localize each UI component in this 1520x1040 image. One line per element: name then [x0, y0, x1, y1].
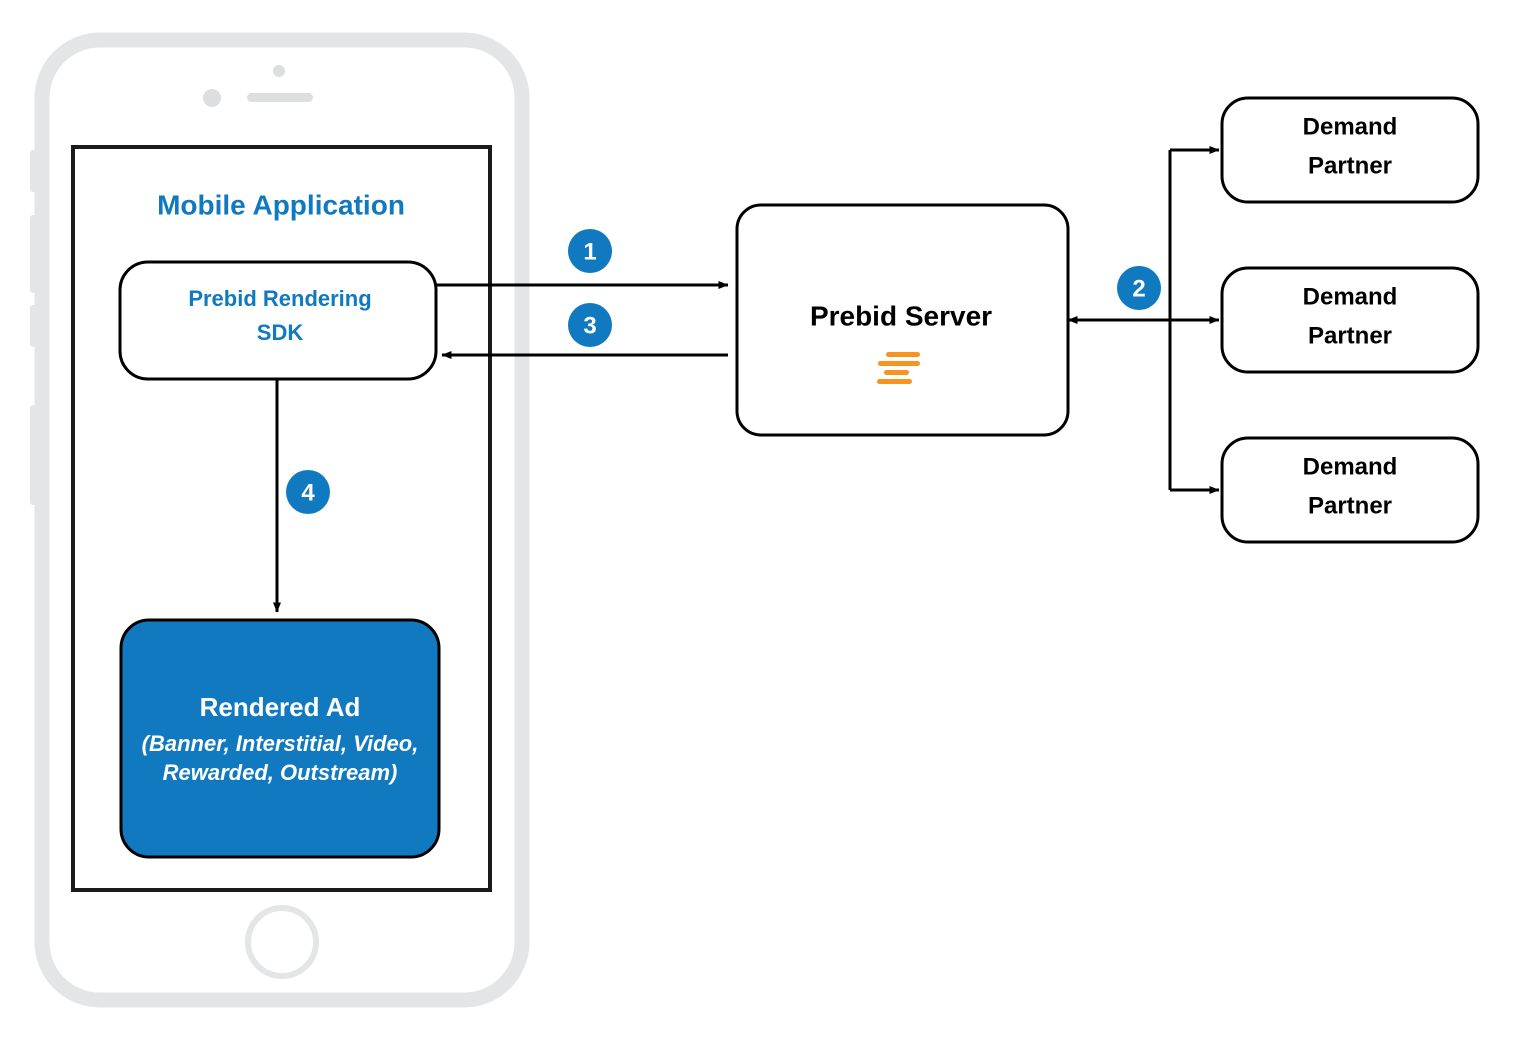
prebid-logo-icon [877, 352, 920, 384]
demand-partner-1-line-1: Demand [1303, 113, 1398, 140]
step-badge-3-label: 3 [583, 313, 596, 340]
step-badge-4: 4 [286, 470, 330, 514]
prebid-rendering-sdk-node[interactable]: Prebid Rendering SDK [118, 260, 438, 381]
rendered-ad-subtitle-line-2: Rewarded, Outstream) [163, 760, 398, 785]
step-badge-3: 3 [568, 303, 612, 347]
demand-partner-box-1[interactable] [1220, 96, 1480, 204]
demand-partner-node-3[interactable]: Demand Partner [1220, 436, 1480, 544]
step-badge-2: 2 [1117, 266, 1161, 310]
step-badge-3-circle [568, 303, 612, 347]
demand-partner-box-2[interactable] [1220, 266, 1480, 374]
step-badge-2-circle [1117, 266, 1161, 310]
step-badge-2-label: 2 [1132, 276, 1145, 303]
sdk-label-line-2: SDK [257, 320, 304, 345]
step-badge-4-label: 4 [301, 480, 315, 507]
speaker-grill-icon [247, 93, 313, 102]
step-badge-4-circle [286, 470, 330, 514]
sdk-box[interactable] [118, 260, 438, 381]
demand-partner-3-line-2: Partner [1308, 492, 1392, 519]
demand-partner-node-2[interactable]: Demand Partner [1220, 266, 1480, 374]
prebid-server-label: Prebid Server [810, 300, 992, 331]
sensor-dot-icon [273, 65, 285, 77]
demand-partner-box-3[interactable] [1220, 436, 1480, 544]
rendered-ad-subtitle-line-1: (Banner, Interstitial, Video, [142, 731, 419, 756]
demand-partner-3-line-1: Demand [1303, 453, 1398, 480]
rendered-ad-node[interactable]: Rendered Ad (Banner, Interstitial, Video… [119, 618, 441, 859]
demand-partner-node-1[interactable]: Demand Partner [1220, 96, 1480, 204]
step-badge-1: 1 [568, 229, 612, 273]
demand-partner-1-line-2: Partner [1308, 152, 1392, 179]
demand-partner-2-line-1: Demand [1303, 283, 1398, 310]
rendered-ad-title: Rendered Ad [200, 692, 361, 722]
rendered-ad-box[interactable] [119, 618, 441, 859]
prebid-server-node[interactable]: Prebid Server [735, 203, 1070, 437]
camera-dot-icon [203, 89, 221, 107]
demand-partner-2-line-2: Partner [1308, 322, 1392, 349]
mobile-application-title: Mobile Application [157, 189, 405, 220]
prebid-server-box[interactable] [735, 203, 1070, 437]
step-badge-1-circle [568, 229, 612, 273]
sdk-label-line-1: Prebid Rendering [188, 286, 371, 311]
home-button-icon[interactable] [245, 905, 319, 979]
step-badge-1-label: 1 [583, 239, 596, 266]
